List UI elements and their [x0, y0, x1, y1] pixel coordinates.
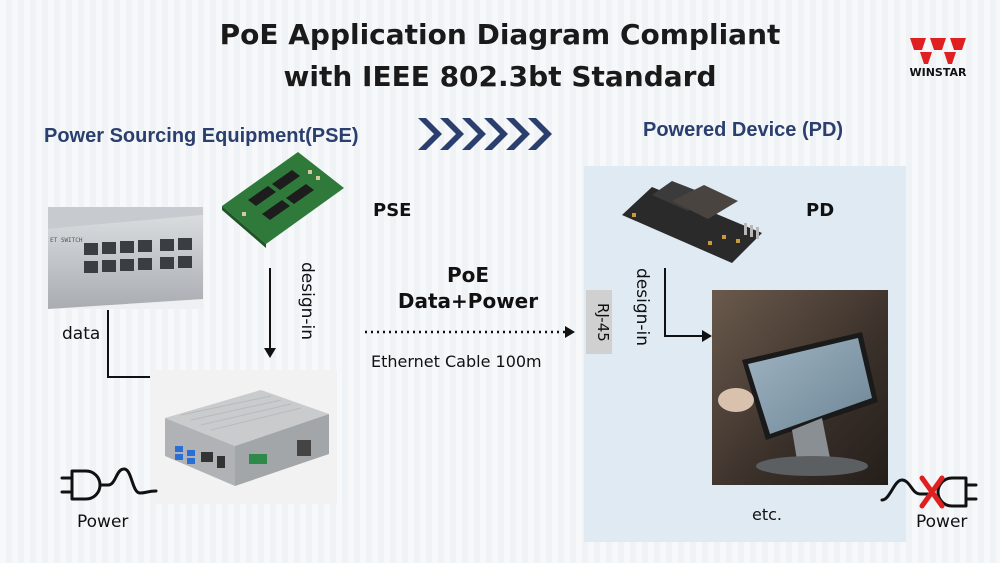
- winstar-logo: WINSTAR: [900, 36, 976, 82]
- title-line-2: with IEEE 802.3bt Standard: [283, 60, 717, 93]
- pd-header: Powered Device (PD): [643, 119, 844, 141]
- design-in-left-label: design-in: [297, 262, 317, 341]
- network-switch-image: ET SWITCH: [48, 207, 203, 309]
- mini-pc-image: [151, 370, 337, 504]
- design-in-left-arrowhead: [264, 348, 276, 358]
- pse-label: PSE: [373, 200, 412, 221]
- pd-module-image: [622, 181, 762, 263]
- power-right-label: Power: [916, 512, 968, 532]
- design-in-right-label: design-in: [632, 268, 652, 347]
- ethernet-cable-arrowhead: [565, 326, 575, 338]
- cable-label: Ethernet Cable 100m: [371, 352, 542, 371]
- poe-line-1: PoE: [446, 263, 490, 287]
- pse-circuit-board-image: [222, 152, 344, 248]
- poe-line-2: Data+Power: [397, 289, 539, 313]
- winstar-logo-mark: [910, 38, 966, 64]
- power-left-label: Power: [77, 512, 129, 532]
- power-plug-icon: [60, 467, 158, 501]
- design-in-right-line: [664, 268, 704, 337]
- pse-header: Power Sourcing Equipment(PSE): [44, 125, 359, 147]
- direction-chevrons: [418, 118, 552, 150]
- etc-label: etc.: [752, 505, 782, 524]
- page-title: PoE Application Diagram Compliant with I…: [0, 14, 1000, 98]
- title-line-1: PoE Application Diagram Compliant: [219, 18, 781, 51]
- poe-label: PoE Data+Power: [392, 262, 544, 314]
- data-connector-line: [107, 310, 150, 378]
- cross-mark-icon: [919, 475, 945, 509]
- rj45-label: RJ-45: [586, 290, 612, 354]
- power-plug-disabled-icon: [880, 475, 978, 509]
- design-in-right-arrowhead: [702, 330, 712, 342]
- data-label: data: [62, 324, 101, 344]
- logo-text: WINSTAR: [909, 66, 967, 79]
- pos-terminal-image: [712, 290, 888, 485]
- pd-label: PD: [806, 200, 835, 221]
- switch-text: ET SWITCH: [50, 237, 83, 244]
